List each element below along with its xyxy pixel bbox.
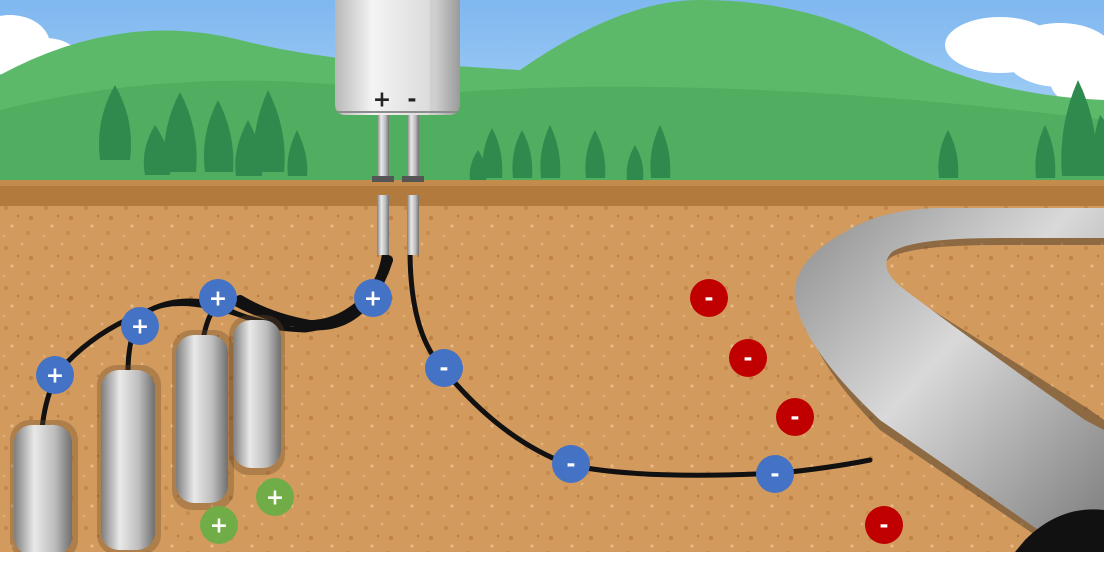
anodes [10, 315, 285, 552]
anode-cable-charge-circle [199, 279, 237, 317]
return-cable-charge-label: - [566, 453, 575, 478]
anode-cable-charge-circle [121, 307, 159, 345]
pipe-negative-charge-circle [690, 279, 728, 317]
anode-cable-charge: + [354, 279, 392, 317]
pipe-negative-charge: - [776, 398, 814, 436]
rectifier-posts [372, 110, 424, 255]
return-cable-charge-label: - [439, 357, 448, 382]
pipe-negative-charge-circle [865, 506, 903, 544]
soil-positive-charge-circle [200, 506, 238, 544]
anode-cable-charge: + [121, 307, 159, 345]
soil-positive-charge: + [200, 506, 238, 544]
return-cable-charge: - [425, 349, 463, 387]
cloud-right-icon [945, 17, 1104, 108]
anode-cable-charge-label: + [209, 287, 227, 312]
anode-cylinder-icon [172, 330, 234, 510]
trees-left [99, 85, 308, 176]
pipe-negative-charge: - [690, 279, 728, 317]
anode-cylinder-icon [229, 315, 285, 475]
return-cable-charge-circle [552, 445, 590, 483]
return-cable-charge-label: - [770, 463, 779, 488]
pipe-negative-charge: - [865, 506, 903, 544]
pipeline-icon [794, 208, 1104, 552]
charge-badges: + + + + - - - + + - - - - [36, 279, 903, 544]
return-cable-charge-circle [425, 349, 463, 387]
return-cable-charge: - [756, 455, 794, 493]
rectifier-positive-terminal: + [373, 88, 391, 113]
return-cable-charge-circle [756, 455, 794, 493]
cathodic-protection-scene: + - ++++---++---- [0, 0, 1104, 552]
soil-positive-charge-circle [256, 478, 294, 516]
soil-positive-charge-label: + [210, 514, 228, 539]
pipe-negative-charge-circle [776, 398, 814, 436]
anode-cable-charge-label: + [131, 315, 149, 340]
anode-cable-charge-label: + [364, 287, 382, 312]
soil-positive-charge: + [256, 478, 294, 516]
pipe-negative-charge-circle [729, 339, 767, 377]
return-cable-charge: - [552, 445, 590, 483]
pipe-negative-charge-label: - [743, 347, 752, 372]
anode-cable-charge: + [199, 279, 237, 317]
rectifier-box-icon [335, 0, 460, 115]
ground-surface-highlight [0, 180, 1104, 186]
soil-positive-charge-label: + [266, 486, 284, 511]
pipe-negative-charge-label: - [879, 514, 888, 539]
pipe-negative-charge: - [729, 339, 767, 377]
anode-cable-charge-label: + [46, 364, 64, 389]
trees-middle [469, 125, 671, 180]
anode-cable-charge-circle [354, 279, 392, 317]
trees-right [938, 80, 1104, 178]
scene-svg: + - ++++---++---- [0, 0, 1104, 552]
anode-cable-charge: + [36, 356, 74, 394]
anode-cylinder-icon [10, 420, 78, 552]
pipe-negative-charge-label: - [704, 287, 713, 312]
rectifier-negative-terminal: - [407, 88, 416, 113]
pipe-negative-charge-label: - [790, 406, 799, 431]
anode-cylinder-icon [97, 365, 161, 552]
anode-cable-charge-circle [36, 356, 74, 394]
